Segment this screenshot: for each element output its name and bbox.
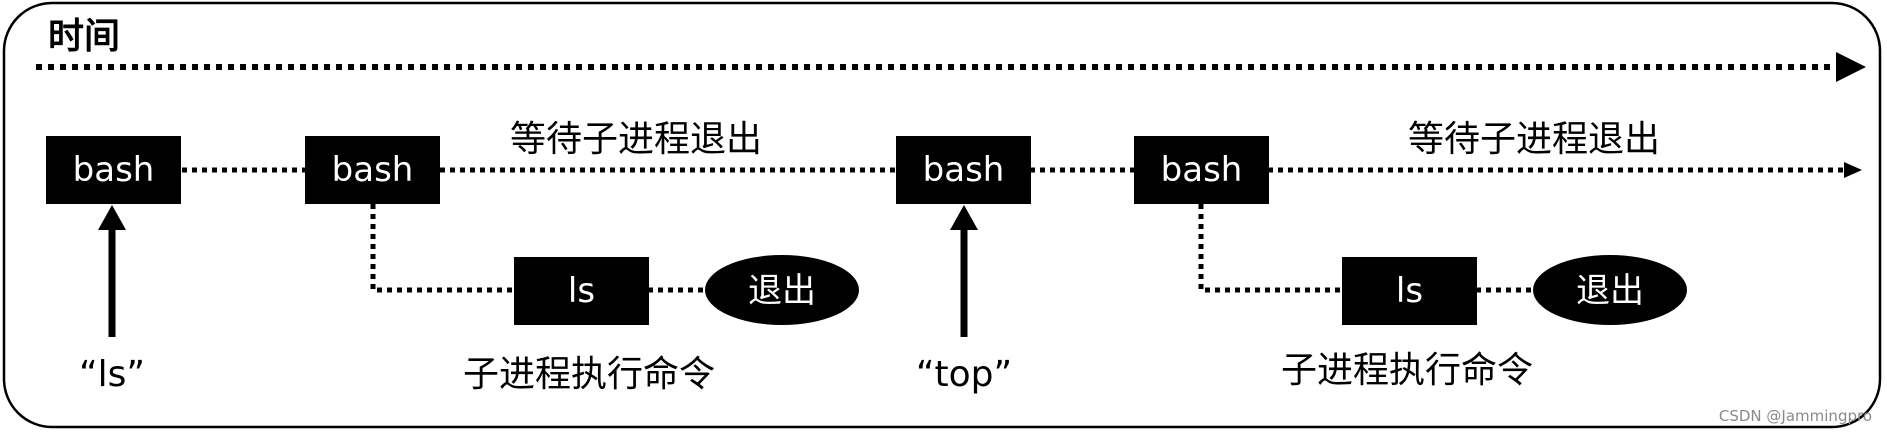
svg-text:ls: ls (568, 271, 595, 311)
ls-node-2: ls (1342, 257, 1477, 325)
time-axis-arrowhead-icon (1836, 52, 1866, 82)
time-axis-title: 时间 (48, 16, 120, 57)
svg-text:ls: ls (1396, 271, 1423, 311)
wait-label-2: 等待子进程退出 (1408, 119, 1660, 160)
bash-node-1: bash (46, 136, 181, 204)
child-label-1: 子进程执行命令 (463, 354, 715, 395)
svg-text:退出: 退出 (1576, 271, 1644, 311)
bash-node-2: bash (305, 136, 440, 204)
svg-text:退出: 退出 (748, 271, 816, 311)
command-arrow-2-head-icon (950, 205, 978, 230)
svg-text:bash: bash (923, 150, 1005, 190)
child-branch-2 (1198, 204, 1342, 293)
bash-node-3: bash (896, 136, 1031, 204)
watermark: CSDN @Jammingpro (1719, 407, 1872, 425)
command-arrow-1-head-icon (98, 205, 126, 230)
bash-node-4: bash (1134, 136, 1269, 204)
exit-node-1: 退出 (705, 255, 859, 325)
timeline-arrowhead-icon (1844, 162, 1862, 178)
child-branch-1 (370, 204, 514, 293)
exit-node-2: 退出 (1533, 255, 1687, 325)
command-label-1: “ls” (79, 354, 145, 395)
wait-label-1: 等待子进程退出 (510, 119, 762, 160)
svg-text:bash: bash (73, 150, 155, 190)
svg-text:bash: bash (332, 150, 414, 190)
command-label-2: “top” (916, 354, 1012, 395)
svg-text:bash: bash (1161, 150, 1243, 190)
child-label-2: 子进程执行命令 (1281, 350, 1533, 391)
ls-node-1: ls (514, 257, 649, 325)
